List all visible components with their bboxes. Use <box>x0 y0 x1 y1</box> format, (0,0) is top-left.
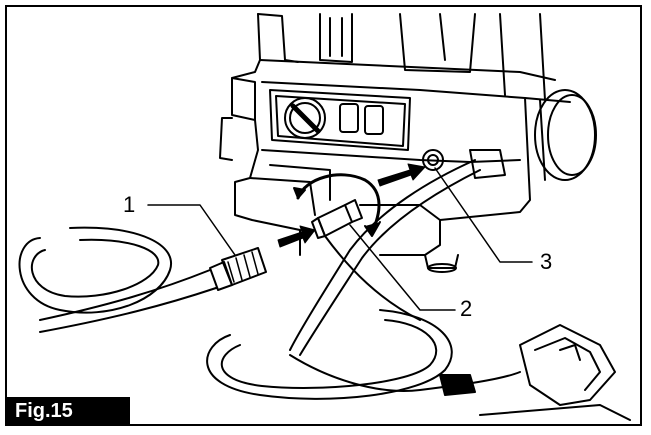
figure-frame <box>5 5 642 426</box>
outlet-hose <box>289 159 481 356</box>
hose-coupler <box>311 199 421 321</box>
callout-leader-lines <box>147 167 533 311</box>
callout-3: 3 <box>540 249 553 274</box>
machine-body <box>219 13 597 273</box>
figure-label: Fig.15 <box>7 397 130 425</box>
insert-arrow-icon <box>277 163 426 248</box>
hose-connector <box>209 247 267 291</box>
callout-2: 2 <box>460 296 473 321</box>
high-pressure-hose <box>18 226 631 421</box>
callout-1: 1 <box>123 192 136 217</box>
rotate-arrow-icon <box>293 173 381 237</box>
